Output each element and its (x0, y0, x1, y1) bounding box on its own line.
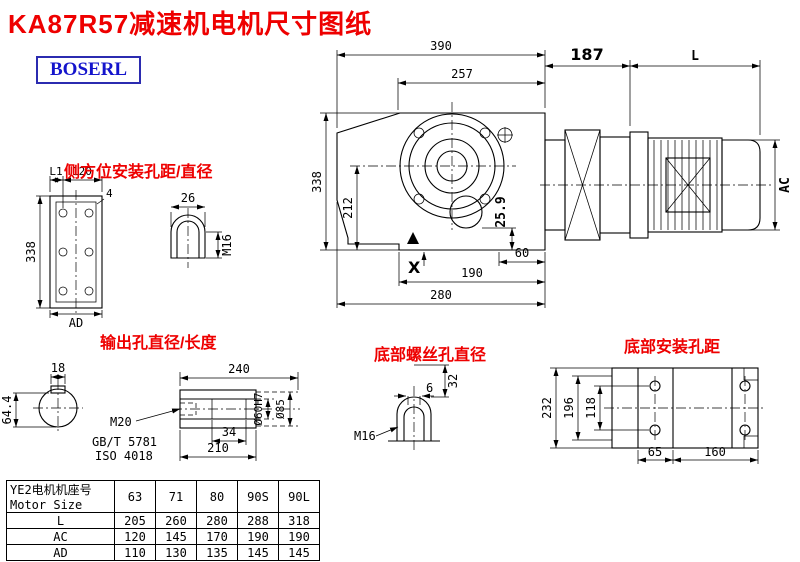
table-cell: 205 (114, 512, 156, 529)
dim-280: 280 (430, 288, 452, 302)
dim-212: 212 (341, 197, 355, 219)
dim-187: 187 (570, 45, 603, 64)
dim-60: 60 (515, 246, 529, 260)
dim-25-9: 25.9 (494, 196, 509, 227)
dim-196: 196 (562, 397, 576, 419)
table-header-motor-size: YE2电机机座号 Motor Size (6, 480, 115, 513)
bottom-screw-view: 6 32 M16 (354, 364, 460, 453)
header-line2: Motor Size (10, 498, 83, 512)
row-label: L (6, 512, 115, 529)
label-bottom-mount: 底部安装孔距 (624, 339, 721, 356)
std-iso4018: ISO 4018 (95, 449, 153, 463)
dim-M20: M20 (110, 415, 132, 429)
dim-338-side: 338 (24, 241, 38, 263)
table-cell: 318 (278, 512, 320, 529)
dim-190: 190 (461, 266, 483, 280)
dim-64-4: 64.4 (0, 396, 14, 425)
dim-4: 4 (106, 187, 113, 200)
dim-390: 390 (430, 39, 452, 53)
dim-34: 34 (222, 425, 236, 439)
table-cell: 145 (278, 544, 320, 561)
dim-118: 118 (584, 397, 598, 419)
side-mount-view: L1 120 4 338 AD (24, 165, 113, 330)
mark-X: X (408, 258, 421, 277)
table-cell: 190 (278, 528, 320, 545)
table-cell: 135 (196, 544, 238, 561)
dim-AC: AC (778, 177, 793, 193)
brand-logo: BOSERL (36, 56, 142, 84)
side-hole-detail: 26 M16 (170, 191, 234, 268)
label-side-mount: 侧方位安装孔距/直径 (64, 164, 213, 181)
dim-26: 26 (181, 191, 195, 205)
dim-M16-screw: M16 (354, 429, 376, 443)
dim-160: 160 (704, 445, 726, 459)
dim-d60H7: Ø60H7 (252, 392, 265, 425)
table-header-row: YE2电机机座号 Motor Size 63 71 80 90S 90L (6, 480, 320, 513)
table-cell: 280 (196, 512, 238, 529)
dim-32: 32 (446, 374, 460, 388)
dim-6: 6 (426, 381, 433, 395)
table-cell: 130 (155, 544, 197, 561)
dim-210: 210 (207, 441, 229, 455)
size-col: 80 (196, 480, 238, 513)
dim-232: 232 (540, 397, 554, 419)
dim-257: 257 (451, 67, 473, 81)
dim-338-main: 338 (310, 171, 324, 193)
dim-M16-side: M16 (220, 234, 234, 256)
size-col: 71 (155, 480, 197, 513)
size-col: 90S (237, 480, 279, 513)
table-row-AC: AC 120 145 170 190 190 (6, 528, 320, 545)
table-row-AD: AD 110 130 135 145 145 (6, 544, 320, 561)
output-shaft-view: 18 64.4 240 Ø60H7 Ø85 (0, 361, 300, 463)
table-cell: 145 (237, 544, 279, 561)
size-col: 63 (114, 480, 156, 513)
table-row-L: L 205 260 280 288 318 (6, 512, 320, 529)
label-bottom-screw: 底部螺丝孔直径 (374, 347, 487, 364)
dim-AD: AD (69, 316, 83, 330)
page-title: KA87R57减速机电机尺寸图纸 (8, 9, 373, 39)
table-cell: 288 (237, 512, 279, 529)
dim-240: 240 (228, 362, 250, 376)
dim-d85: Ø85 (274, 399, 287, 419)
size-col: 90L (278, 480, 320, 513)
dim-65: 65 (648, 445, 662, 459)
dim-L1: L1 (49, 165, 62, 178)
main-front-view: 390 257 187 L 338 212 AC (310, 39, 793, 308)
row-label: AD (6, 544, 115, 561)
table-cell: 120 (114, 528, 156, 545)
dim-18: 18 (51, 361, 65, 375)
table-cell: 145 (155, 528, 197, 545)
bottom-mount-view: 232 196 118 65 160 (540, 367, 766, 464)
table-cell: 110 (114, 544, 156, 561)
dim-motor-L: L (691, 49, 699, 64)
row-label: AC (6, 528, 115, 545)
table-cell: 190 (237, 528, 279, 545)
dim-120: 120 (72, 165, 92, 178)
surface-finish-mark (407, 232, 419, 244)
table-cell: 170 (196, 528, 238, 545)
table-cell: 260 (155, 512, 197, 529)
header-line1: YE2电机机座号 (10, 483, 92, 497)
label-output-hole: 输出孔直径/长度 (100, 335, 217, 352)
std-gbt5781: GB/T 5781 (92, 435, 157, 449)
motor-size-table: YE2电机机座号 Motor Size 63 71 80 90S 90L L 2… (6, 480, 320, 561)
